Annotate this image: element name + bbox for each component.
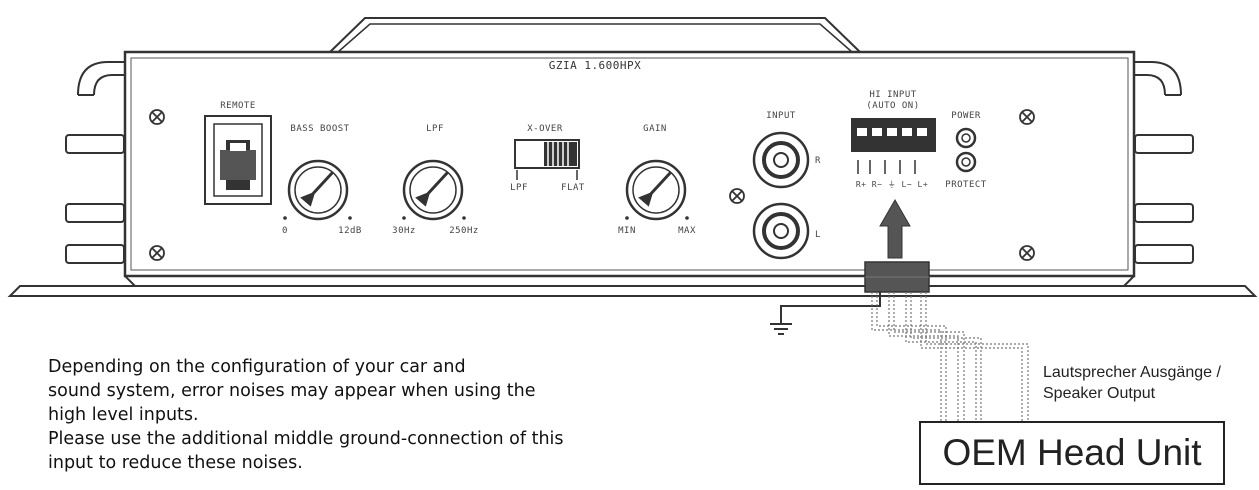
input-r-label: R: [815, 156, 821, 166]
speaker-output-line: Lautsprecher Ausgänge /: [1043, 364, 1221, 381]
xover-label: X-OVER: [527, 124, 563, 134]
gain-label: GAIN: [643, 124, 667, 134]
xover-lpf-label: LPF: [510, 183, 528, 193]
right-bracket: [1134, 61, 1194, 264]
lpf-knob[interactable]: [402, 159, 464, 221]
speaker-wires: [871, 292, 1029, 421]
gain-min-label: MIN: [618, 226, 636, 236]
ground-wire: [770, 292, 881, 335]
note-line: sound system, error noises may appear wh…: [48, 381, 536, 401]
lpf-min-label: 30Hz: [392, 226, 416, 236]
hi-input-label: HI INPUT: [869, 90, 916, 100]
note-line: Depending on the configuration of your c…: [48, 357, 466, 377]
bass-min-label: 0: [282, 226, 288, 236]
note-line: input to reduce these noises.: [48, 453, 303, 473]
rca-input-r[interactable]: [752, 131, 810, 189]
arrow-up-icon: [879, 198, 911, 259]
base-plate: [7, 285, 1258, 297]
gain-max-label: MAX: [678, 226, 696, 236]
screw-icon: [149, 109, 1035, 261]
power-led: [955, 127, 977, 149]
speaker-output-label: Lautsprecher Ausgänge / Speaker Output: [1043, 362, 1221, 404]
top-handle: [329, 17, 861, 53]
protect-label: PROTECT: [945, 180, 987, 190]
power-label: POWER: [951, 111, 981, 121]
oem-head-unit-label: OEM Head Unit: [942, 432, 1202, 473]
model-label: GZIA 1.600HPX: [549, 59, 642, 72]
terminal-pin-labels: R+ R− ⏚ L− L+: [856, 180, 928, 189]
remote-label: REMOTE: [220, 101, 256, 111]
speaker-output-line: Speaker Output: [1043, 385, 1156, 402]
left-bracket: [65, 61, 125, 264]
input-l-label: L: [815, 230, 821, 240]
hi-input-terminal[interactable]: [851, 118, 936, 174]
lpf-max-label: 250Hz: [449, 226, 479, 236]
faceplate: [123, 50, 1136, 278]
xover-switch[interactable]: [514, 139, 580, 180]
bass-boost-label: BASS BOOST: [290, 124, 349, 134]
note-line: Please use the additional middle ground-…: [48, 429, 564, 449]
xover-flat-label: FLAT: [561, 183, 585, 193]
remote-jack-icon: [204, 115, 272, 205]
hi-input-auto-label: (AUTO ON): [866, 101, 919, 111]
lpf-label: LPF: [426, 124, 444, 134]
bass-boost-knob[interactable]: [287, 159, 349, 221]
gain-knob[interactable]: [625, 159, 687, 221]
noise-note: Depending on the configuration of your c…: [48, 355, 668, 475]
note-line: high level inputs.: [48, 405, 199, 425]
rca-input-l[interactable]: [752, 202, 810, 260]
oem-head-unit-box: OEM Head Unit: [919, 421, 1225, 485]
protect-led: [955, 151, 977, 173]
bass-max-label: 12dB: [338, 226, 362, 236]
input-label: INPUT: [766, 111, 796, 121]
